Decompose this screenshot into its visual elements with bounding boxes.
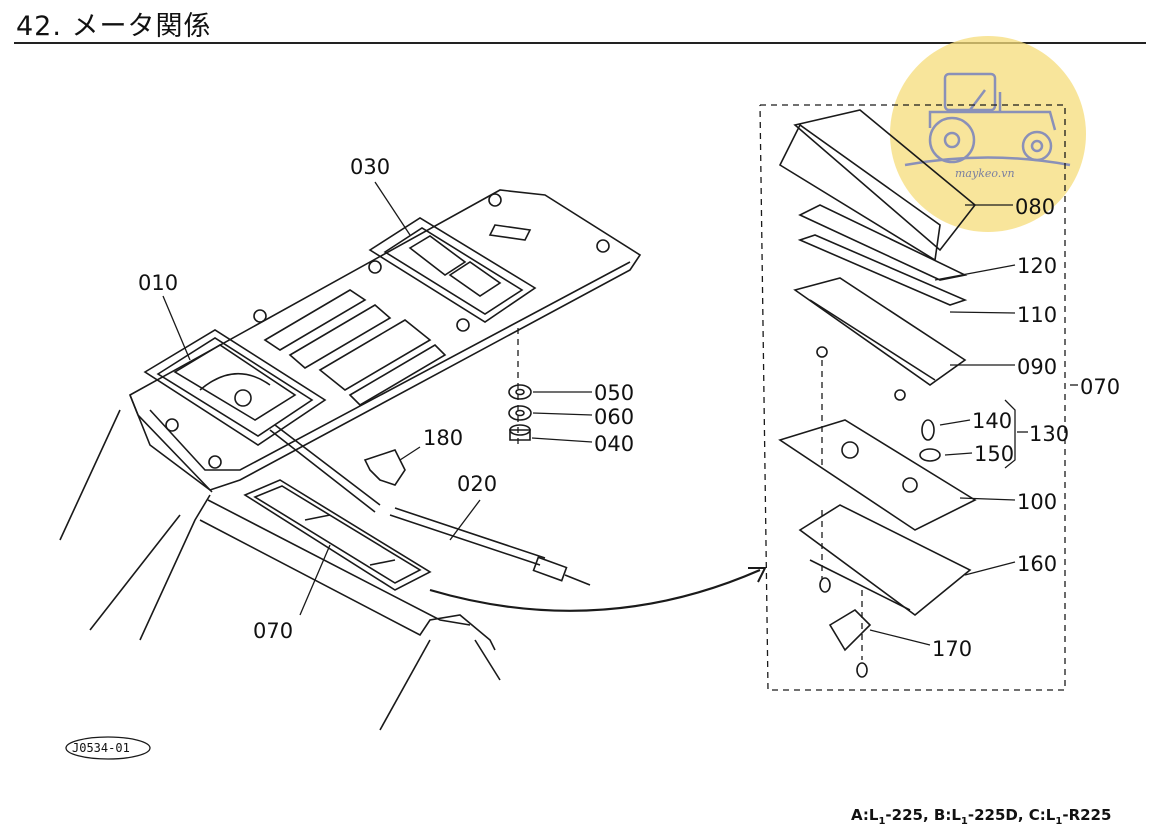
page-title: 42. メータ関係 (16, 11, 212, 42)
part-label-060: 060 (594, 405, 634, 429)
watermark-logo: maykeo.vn (890, 36, 1086, 232)
part-label-050: 050 (594, 381, 634, 405)
watermark-text: maykeo.vn (955, 167, 1015, 180)
part-label-070-main: 070 (253, 619, 293, 643)
dashed-guides (517, 104, 1066, 691)
part-label-180: 180 (423, 426, 463, 450)
footer-c-suffix: -R225 (1062, 806, 1112, 824)
footer-b-suffix: -225D, (967, 806, 1024, 824)
footer-a-sub: 1 (878, 816, 886, 827)
footer-a-prefix: A:L (851, 806, 879, 824)
diagram-linework (59, 109, 977, 731)
part-label-130: 130 (1029, 422, 1069, 446)
leader-lines (162, 181, 1078, 646)
part-label-140: 140 (972, 409, 1012, 433)
model-applicability-footer: A:L1-225, B:L1-225D, C:L1-R225 (851, 806, 1111, 827)
part-label-030: 030 (350, 155, 390, 179)
part-label-010: 010 (138, 271, 178, 295)
part-label-070-group: 070 (1080, 375, 1120, 399)
footer-b-sub: 1 (960, 816, 968, 827)
footer-c-prefix: C:L (1028, 806, 1056, 824)
part-label-100: 100 (1017, 490, 1057, 514)
footer-a-suffix: -225, (885, 806, 929, 824)
part-label-110: 110 (1017, 303, 1057, 327)
footer-c-sub: 1 (1055, 816, 1063, 827)
drawing-code-tag: J0534-01 (65, 736, 151, 760)
drawing-code: J0534-01 (72, 741, 130, 755)
part-label-150: 150 (974, 442, 1014, 466)
part-label-120: 120 (1017, 254, 1057, 278)
part-label-040: 040 (594, 432, 634, 456)
part-label-090: 090 (1017, 355, 1057, 379)
part-label-170: 170 (932, 637, 972, 661)
title-rule (14, 42, 1146, 44)
part-label-020: 020 (457, 472, 497, 496)
footer-b-prefix: B:L (933, 806, 961, 824)
part-label-080: 080 (1015, 195, 1055, 219)
part-label-160: 160 (1017, 552, 1057, 576)
